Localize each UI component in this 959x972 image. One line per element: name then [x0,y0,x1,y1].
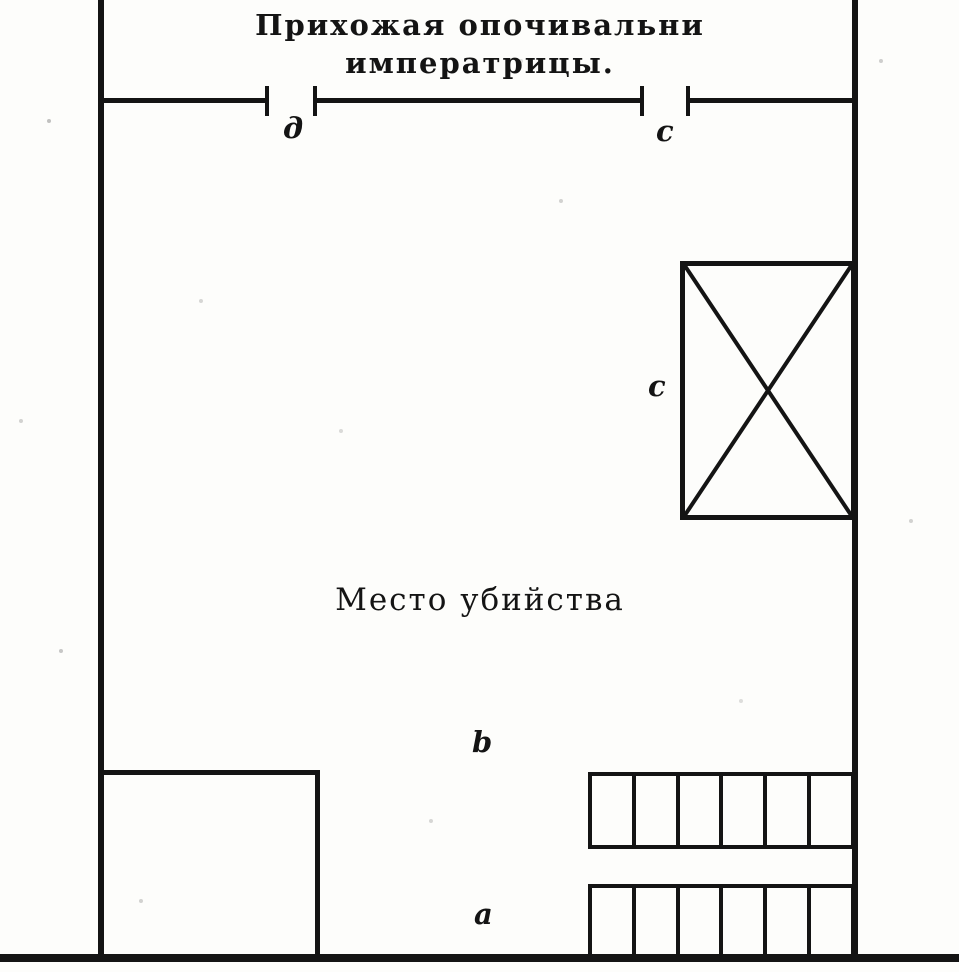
band-cell [723,776,768,845]
wall-left [98,0,104,961]
band-cell [592,888,636,954]
cross-diagonals-icon [685,266,851,515]
band-cell [592,776,636,845]
paper-noise [0,0,2,2]
band-cell [680,888,724,954]
door-jamb-right-1 [640,86,644,116]
label-b: b [472,725,493,759]
wall-top-segment-3 [688,98,855,103]
door-label-c: с [656,114,674,148]
door-jamb-left-1 [265,86,269,116]
wall-top-segment-1 [100,98,268,103]
door-label-d: д [283,111,304,145]
door-jamb-right-2 [686,86,690,116]
bed-label-c: с [648,369,666,403]
hatched-band-upper [588,772,855,849]
band-cell [767,888,812,954]
diagram-title: Прихожая опочивальни императрицы. [180,6,780,82]
band-cell [723,888,768,954]
band-cell [767,776,812,845]
band-cell [680,776,724,845]
wall-top-segment-2 [315,98,642,103]
band-cell [636,776,680,845]
band-cell [811,888,851,954]
corner-structure-box [100,770,320,960]
label-a: а [474,897,493,931]
hatched-band-lower [588,884,855,958]
diagram-title-line1: Прихожая опочивальни [255,8,705,42]
band-cell [636,888,680,954]
diagram-title-line2: императрицы. [345,46,615,80]
band-cell [811,776,851,845]
murder-site-label: Место убийства [335,582,625,618]
door-jamb-left-2 [313,86,317,116]
bed-crossed-box [680,261,856,520]
wall-bottom [0,954,959,962]
